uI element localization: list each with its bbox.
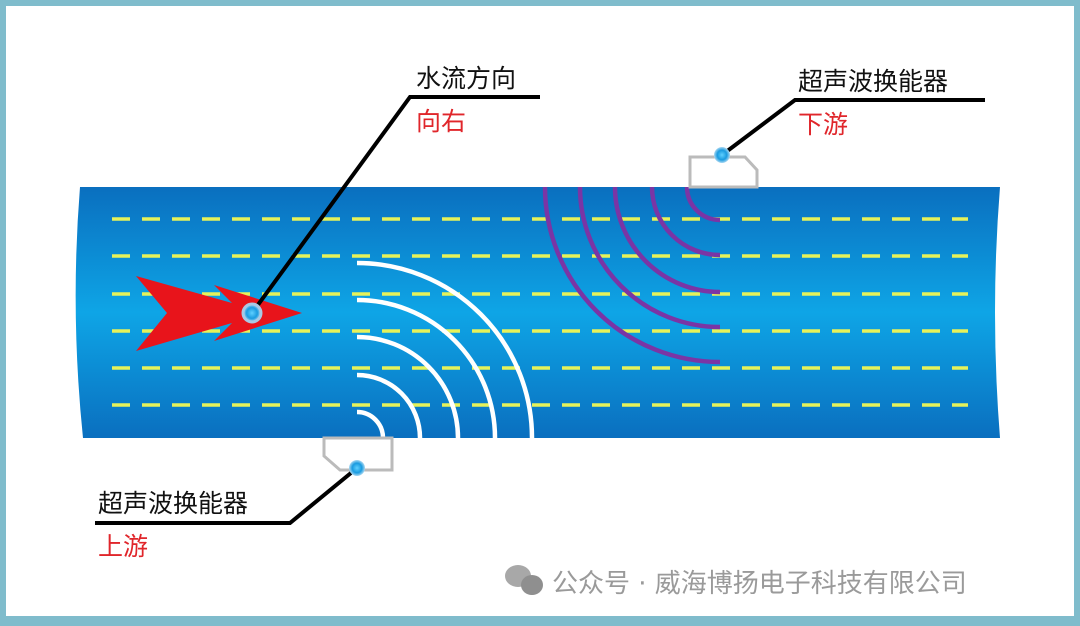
upstream-leader-line (95, 466, 359, 525)
upstream-wave-arc (356, 260, 535, 439)
upstream-position: 上游 (98, 532, 148, 561)
downstream-transducer (688, 155, 759, 189)
downstream-waves (542, 186, 721, 365)
flow-arrow-dot (241, 302, 263, 324)
upstream-wave-arc (356, 334, 461, 439)
upstream-wave-arc (356, 409, 386, 439)
footer-text: 公众号 · 威海博扬电子科技有限公司 (552, 569, 967, 599)
upstream-transducer (322, 436, 394, 472)
downstream-transducer-dot (714, 147, 730, 163)
flow-lines (112, 217, 968, 407)
upstream-waves (356, 260, 535, 439)
upstream-wave-arc (356, 372, 423, 439)
flow-leader-line (250, 95, 540, 315)
upstream-transducer-dot (349, 460, 365, 476)
downstream-wave-arc (577, 186, 721, 330)
downstream-wave-arc (542, 186, 721, 365)
wechat-icon (505, 565, 543, 595)
upstream-wave-arc (356, 297, 498, 439)
downstream-wave-arc (612, 186, 721, 295)
upstream-title: 超声波换能器 (98, 489, 248, 518)
downstream-wave-arc (649, 186, 721, 258)
downstream-leader-line (720, 98, 985, 157)
flow-title: 水流方向 (416, 64, 516, 93)
downstream-title: 超声波换能器 (798, 67, 948, 96)
pipe (75, 187, 1001, 438)
downstream-position: 下游 (798, 110, 848, 139)
flow-arrow (136, 276, 302, 351)
flow-value: 向右 (416, 107, 466, 136)
downstream-wave-arc (684, 186, 721, 223)
